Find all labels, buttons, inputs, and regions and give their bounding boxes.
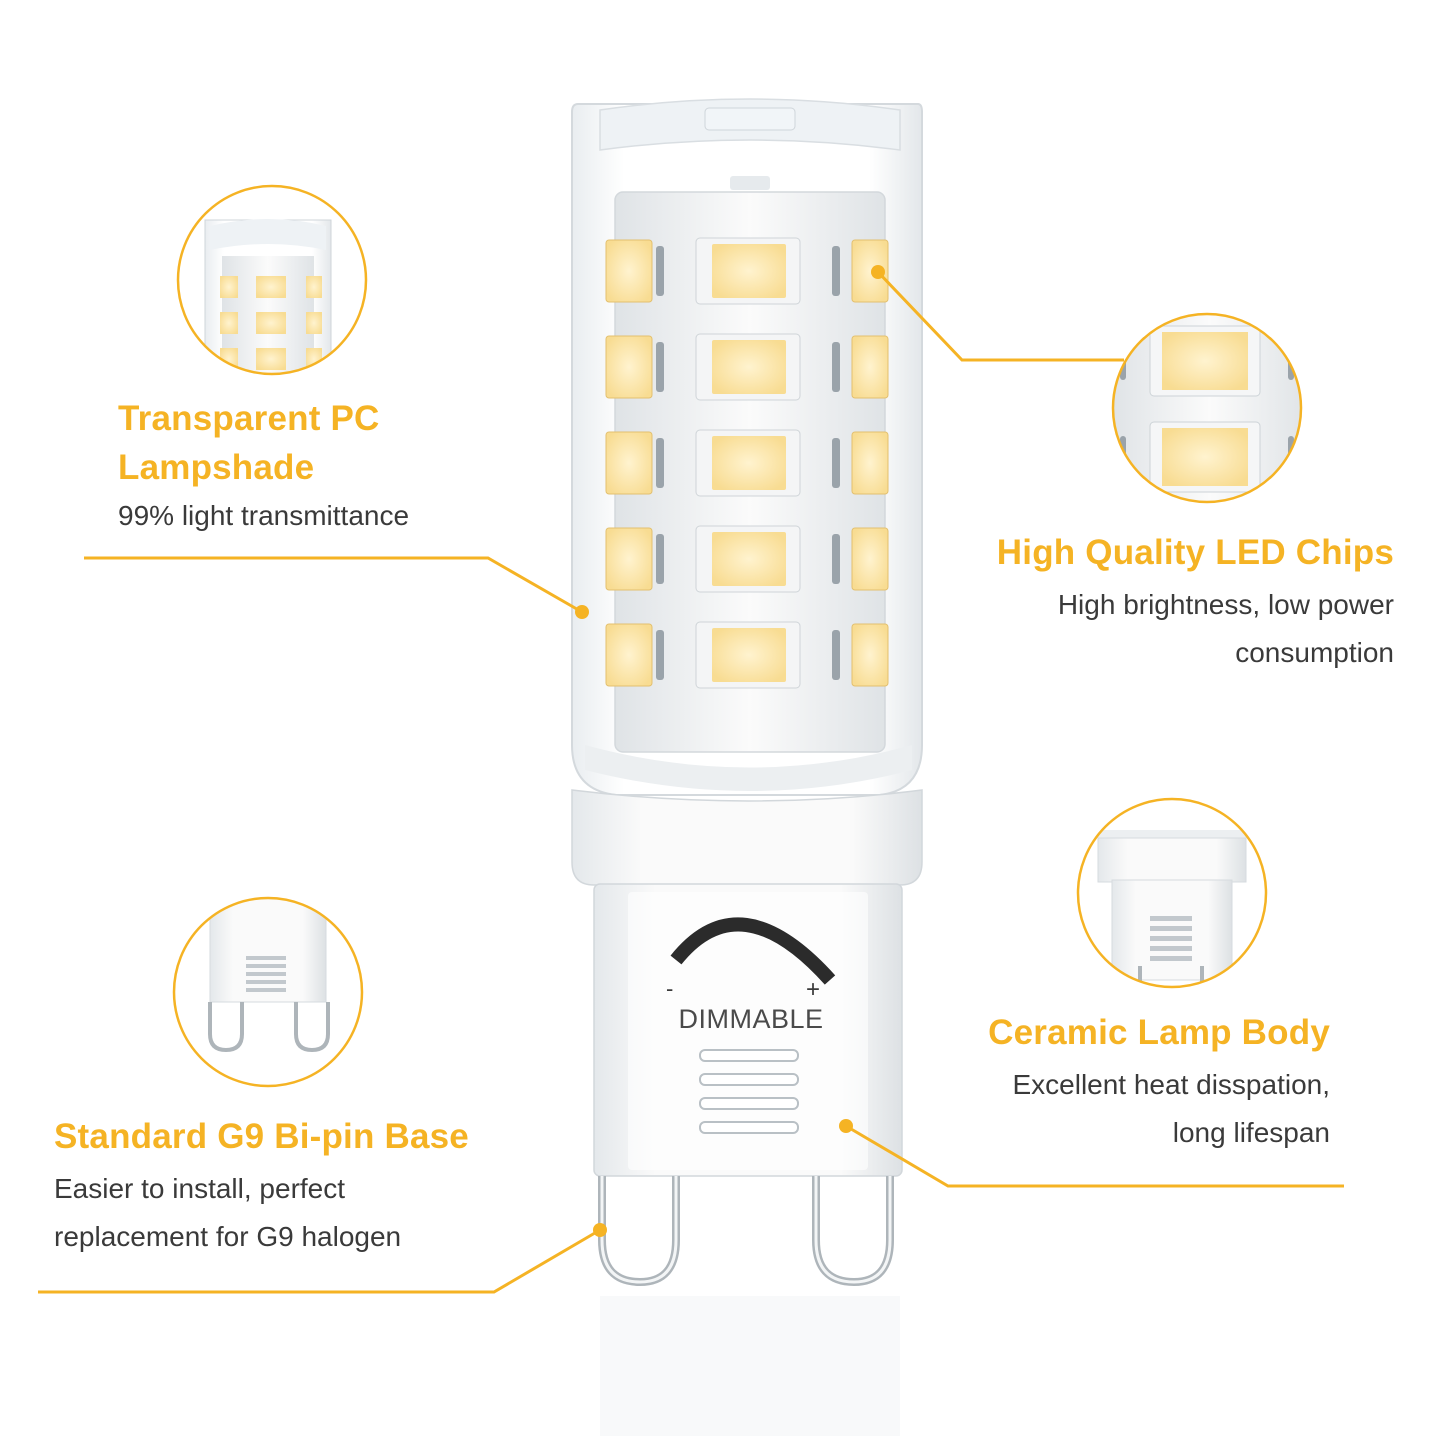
feature-title: High Quality LED Chips: [996, 533, 1394, 572]
led-chip-row: [605, 237, 889, 305]
feature-led-chips: High Quality LED Chips High brightness, …: [940, 528, 1394, 677]
feature-ceramic-body: Ceramic Lamp Body Excellent heat disspat…: [900, 1008, 1330, 1157]
g9-pin-icon: [598, 1176, 894, 1287]
feature-lampshade: Transparent PC Lampshade 99% light trans…: [118, 394, 538, 540]
feature-description: 99% light transmittance: [118, 500, 410, 531]
callout-dots: [575, 265, 885, 1237]
detail-circle-bipin-base: [172, 896, 364, 1088]
ceramic-base: [593, 883, 903, 1177]
feature-title: Ceramic Lamp Body: [988, 1013, 1330, 1052]
led-chip-row: [605, 333, 889, 401]
dimmer-arc-icon: [670, 917, 836, 985]
feature-bipin-base: Standard G9 Bi-pin Base Easier to instal…: [54, 1112, 534, 1261]
callout-lines: [38, 270, 1344, 1294]
led-chip-row: [605, 525, 889, 593]
grip-lines-icon: [699, 1049, 799, 1134]
led-chip-row: [605, 621, 889, 689]
feature-description: High brightness, low power consumption: [1057, 589, 1394, 668]
detail-circle-ceramic-body: [1076, 797, 1268, 989]
bulb-reflection: [600, 1296, 900, 1436]
dimmable-label: DIMMABLE: [678, 1004, 824, 1034]
ceramic-collar: [571, 789, 923, 886]
feature-title: Standard G9 Bi-pin Base: [54, 1117, 469, 1156]
led-chip-row: [605, 429, 889, 497]
led-chip-grid: [605, 237, 889, 689]
feature-title: Transparent PC Lampshade: [118, 399, 380, 487]
detail-circle-led-chips: [1111, 312, 1303, 504]
feature-description: Excellent heat disspation, long lifespan: [1012, 1069, 1330, 1148]
detail-circle-lampshade: [176, 184, 368, 376]
dim-plus-sign: +: [806, 976, 821, 1003]
feature-description: Easier to install, perfect replacement f…: [54, 1173, 402, 1252]
dim-minus-sign: -: [666, 976, 674, 1001]
